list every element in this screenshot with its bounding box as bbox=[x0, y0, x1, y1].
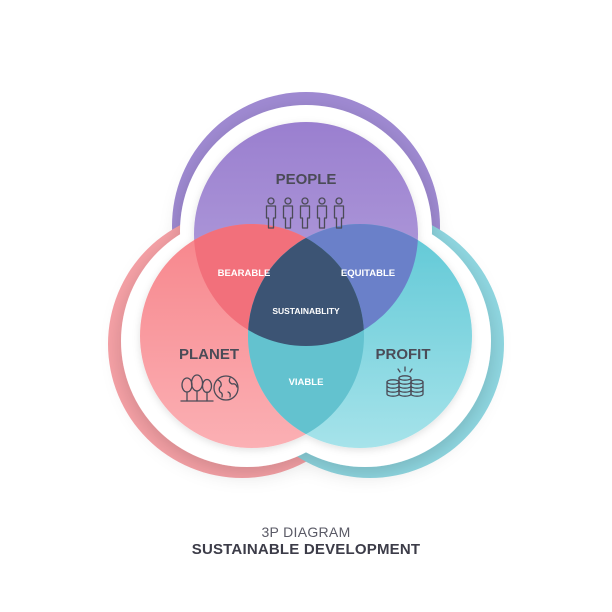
profit-label: PROFIT bbox=[376, 346, 431, 363]
trees-globe-icon bbox=[180, 374, 239, 402]
sustainability-label: SUSTAINABLITY bbox=[272, 306, 340, 316]
diagram-title: SUSTAINABLE DEVELOPMENT bbox=[191, 541, 421, 558]
planet-label: PLANET bbox=[179, 346, 239, 363]
people-icon bbox=[265, 197, 345, 229]
people-label: PEOPLE bbox=[276, 171, 337, 188]
overlaps bbox=[194, 224, 418, 448]
globe-icon bbox=[213, 375, 239, 401]
region-labels: PEOPLE PLANET PROFIT BEARABLE EQUITABLE … bbox=[179, 171, 431, 388]
bearable-label: BEARABLE bbox=[218, 268, 271, 279]
diagram-subtitle: 3P DIAGRAM bbox=[261, 524, 351, 540]
tree-icon bbox=[180, 374, 214, 402]
coin-stacks-icon bbox=[386, 366, 424, 397]
sparkle-icon bbox=[397, 366, 413, 373]
equitable-label: EQUITABLE bbox=[341, 268, 395, 279]
viable-label: VIABLE bbox=[289, 377, 324, 388]
